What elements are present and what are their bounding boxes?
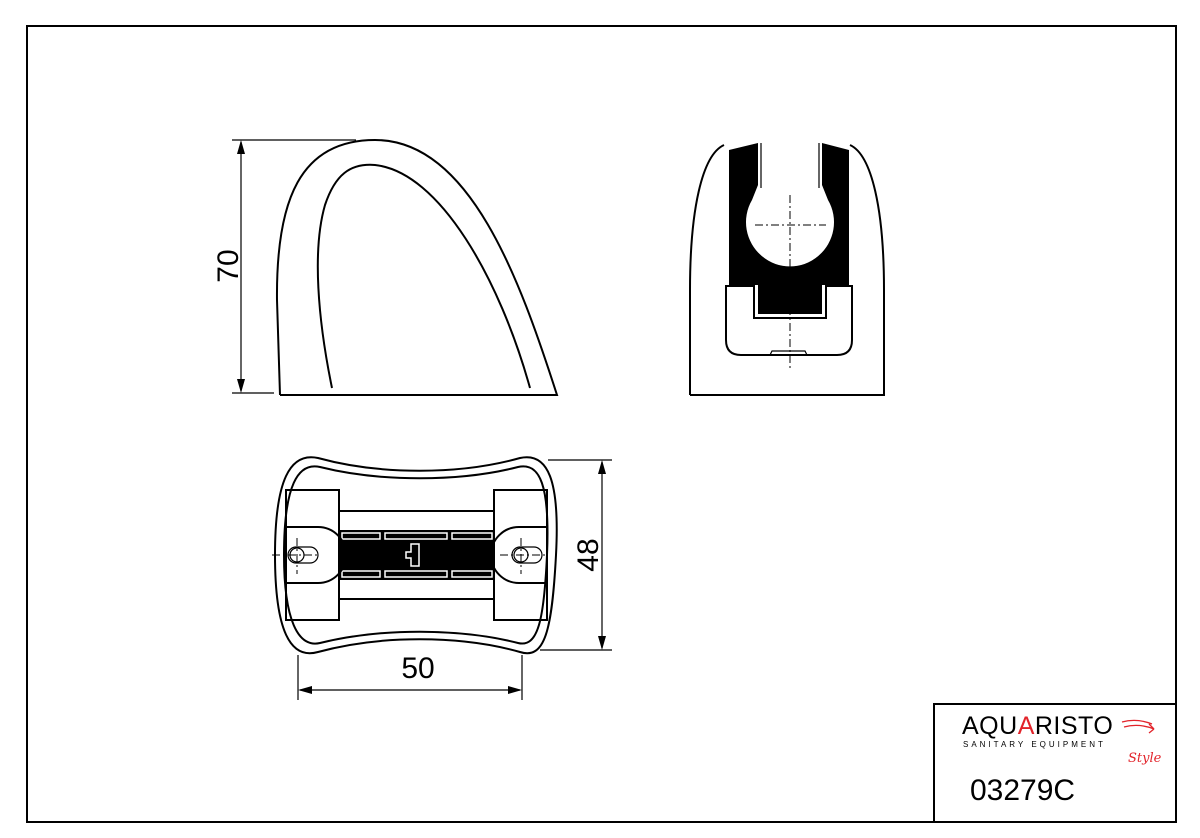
dimension-height-label: 70 [212, 249, 245, 282]
top-view: 48 50 [272, 456, 612, 700]
brand-arrow-icon [1121, 719, 1155, 734]
dimension-width-label: 50 [401, 652, 434, 685]
part-number: 03279C [970, 774, 1075, 807]
brand-tagline: SANITARY EQUIPMENT [963, 740, 1106, 749]
brand-name: AQUARISTO [962, 712, 1113, 740]
side-view: 70 [212, 138, 559, 396]
brand-script: Style [1128, 751, 1162, 766]
title-block-frame [933, 703, 1177, 823]
dimension-depth-label: 48 [572, 538, 605, 571]
front-view [689, 143, 885, 396]
brand-logo: AQUARISTO SANITARY EQUIPMENT Style [962, 712, 1162, 766]
drawing-border [26, 25, 1177, 823]
